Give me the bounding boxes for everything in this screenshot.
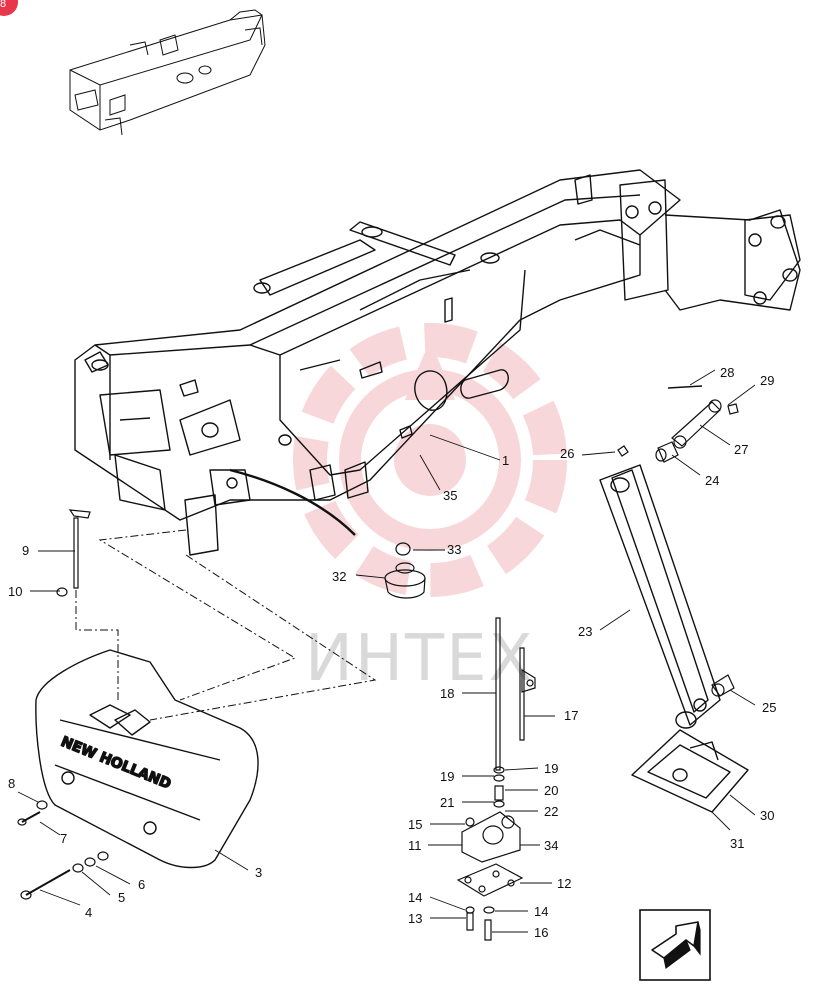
callout-35: 35 [443, 488, 457, 503]
callout-34: 34 [544, 838, 558, 853]
callout-24: 24 [705, 473, 719, 488]
next-page-arrow-icon[interactable] [639, 909, 711, 981]
callout-25: 25 [762, 700, 776, 715]
callout-6: 6 [138, 877, 145, 892]
callout-21: 21 [440, 795, 454, 810]
callout-26: 26 [560, 446, 574, 461]
callout-20: 20 [544, 783, 558, 798]
weight-pin-9 [56, 509, 91, 597]
main-frame [74, 169, 801, 556]
callout-19-left: 19 [440, 769, 454, 784]
bracket-30-31 [631, 729, 749, 813]
callout-5: 5 [118, 890, 125, 905]
lift-link-23 [599, 464, 721, 729]
callout-18: 18 [440, 686, 454, 701]
callout-28: 28 [720, 365, 734, 380]
weight-bolts [17, 800, 109, 900]
callout-1: 1 [502, 453, 509, 468]
callout-13: 13 [408, 911, 422, 926]
front-counterweight: NEW HOLLAND [35, 649, 259, 869]
reference-lines [75, 529, 377, 721]
watermark-gear [293, 323, 567, 597]
leader-lines [17, 369, 756, 933]
callout-16: 16 [534, 925, 548, 940]
callout-labels: 1 35 28 29 27 26 24 33 32 9 10 23 18 17 … [8, 365, 776, 940]
callout-19-right: 19 [544, 761, 558, 776]
brand-logo-text: NEW HOLLAND [59, 734, 174, 793]
callout-29: 29 [760, 373, 774, 388]
callout-17: 17 [564, 708, 578, 723]
callout-33: 33 [447, 542, 461, 557]
callout-15: 15 [408, 817, 422, 832]
callout-14-left: 14 [408, 890, 422, 905]
callout-31: 31 [730, 836, 744, 851]
callout-8: 8 [8, 776, 15, 791]
assembly-thumbnail [69, 9, 266, 136]
callout-11: 11 [408, 838, 422, 853]
callout-9: 9 [22, 543, 29, 558]
callout-3: 3 [255, 865, 262, 880]
callout-30: 30 [760, 808, 774, 823]
page-badge: 8 [0, 0, 18, 16]
page-badge-number: 8 [0, 0, 6, 10]
rod-assembly [456, 617, 536, 941]
callout-12: 12 [557, 876, 571, 891]
callout-23: 23 [578, 624, 592, 639]
callout-10: 10 [8, 584, 22, 599]
callout-22: 22 [544, 804, 558, 819]
callout-32: 32 [332, 569, 346, 584]
pin-bush-set [617, 385, 739, 697]
callout-14-right: 14 [534, 904, 548, 919]
callout-27: 27 [734, 442, 748, 457]
callout-4: 4 [85, 905, 92, 920]
callout-7: 7 [60, 831, 67, 846]
